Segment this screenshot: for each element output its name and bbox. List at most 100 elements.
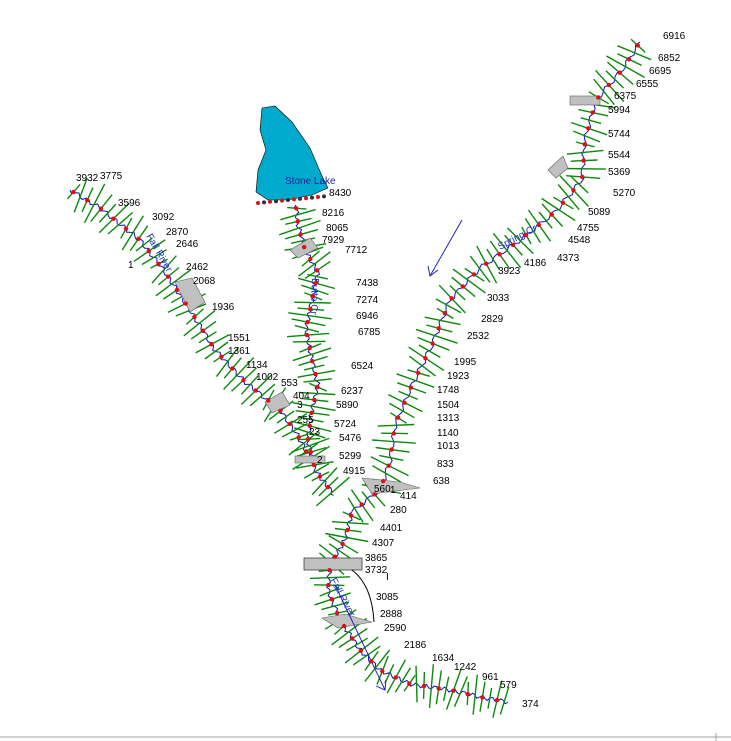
station-label[interactable]: 5369 — [608, 167, 631, 178]
station-label[interactable]: 2870 — [166, 227, 189, 238]
node-point[interactable] — [146, 248, 151, 254]
node-point[interactable] — [449, 296, 454, 301]
cross-section-line[interactable] — [278, 219, 321, 236]
node-point[interactable] — [451, 688, 456, 693]
station-label[interactable]: 3732 — [365, 565, 388, 576]
node-point[interactable] — [436, 686, 441, 691]
cross-section-line[interactable] — [415, 328, 458, 344]
cross-section-line[interactable] — [135, 237, 153, 252]
cross-section-line[interactable] — [569, 175, 589, 194]
node-point[interactable] — [317, 474, 323, 479]
cross-section-line[interactable] — [580, 117, 602, 125]
cross-section-line[interactable] — [408, 355, 437, 377]
station-label[interactable]: 2829 — [481, 314, 504, 325]
cross-section-line[interactable] — [506, 227, 534, 255]
node-point[interactable] — [494, 697, 500, 703]
station-label[interactable]: 2462 — [186, 262, 209, 273]
node-point[interactable] — [635, 43, 640, 48]
node-point[interactable] — [295, 219, 300, 224]
node-point[interactable] — [111, 216, 116, 221]
node-point[interactable] — [606, 82, 612, 88]
cross-section-line[interactable] — [290, 237, 316, 244]
structure-lower-bridge[interactable] — [303, 557, 363, 571]
structure-middle-junction[interactable] — [294, 455, 326, 464]
cross-section-line[interactable] — [121, 215, 144, 251]
cross-section-line[interactable] — [364, 649, 391, 682]
cross-section-line[interactable] — [617, 45, 652, 61]
station-label[interactable]: 6852 — [658, 53, 681, 64]
node-point[interactable] — [407, 681, 412, 686]
node-point[interactable] — [327, 568, 332, 573]
node-point[interactable] — [307, 345, 312, 351]
cross-section-line[interactable] — [472, 674, 478, 715]
node-point[interactable] — [326, 582, 331, 588]
station-label[interactable]: 2646 — [176, 239, 199, 250]
station-label[interactable]: 5994 — [608, 105, 631, 116]
node-point[interactable] — [312, 397, 317, 403]
reach-line-left[interactable] — [69, 189, 312, 463]
cross-section-line[interactable] — [428, 664, 435, 708]
structure-right-top[interactable] — [569, 95, 601, 106]
node-point[interactable] — [219, 354, 224, 359]
cross-section-line[interactable] — [325, 532, 369, 543]
cross-section-line[interactable] — [141, 249, 167, 266]
node-point[interactable] — [415, 370, 421, 376]
cross-section-line[interactable] — [346, 637, 369, 652]
cross-section-line[interactable] — [288, 312, 332, 320]
structure-right-upper[interactable] — [547, 155, 569, 179]
node-point[interactable] — [372, 492, 377, 497]
node-point[interactable] — [471, 272, 477, 277]
cross-section-line[interactable] — [83, 183, 106, 224]
station-label[interactable]: 3085 — [376, 592, 399, 603]
cross-section-line[interactable] — [449, 285, 466, 301]
node-point[interactable] — [391, 431, 397, 436]
station-label[interactable]: 1995 — [454, 357, 477, 368]
station-label[interactable]: 4307 — [372, 538, 395, 549]
cross-section-line[interactable] — [557, 184, 580, 211]
station-label[interactable]: 3033 — [487, 293, 510, 304]
cross-section-line[interactable] — [469, 255, 491, 283]
cross-section-line[interactable] — [538, 211, 553, 229]
flow-arrow-right[interactable] — [429, 219, 463, 277]
cross-section-line[interactable] — [389, 402, 415, 419]
lake-outlet-node[interactable] — [256, 201, 260, 205]
node-point[interactable] — [581, 158, 586, 163]
station-label[interactable]: 579 — [500, 680, 517, 691]
cross-section-line[interactable] — [486, 248, 501, 271]
node-point[interactable] — [266, 398, 271, 403]
lake-outlet-node[interactable] — [286, 198, 290, 202]
node-point[interactable] — [329, 597, 334, 602]
cross-section-line[interactable] — [223, 357, 255, 390]
node-point[interactable] — [315, 384, 320, 390]
lake-outlet-node[interactable] — [268, 199, 272, 204]
cross-section-line[interactable] — [151, 255, 177, 284]
station-label[interactable]: 280 — [390, 505, 407, 516]
cross-section-line[interactable] — [524, 218, 542, 244]
station-label[interactable]: 7929 — [322, 235, 345, 246]
cross-section-line[interactable] — [418, 344, 441, 359]
cross-section-line[interactable] — [292, 402, 336, 412]
station-label[interactable]: 6524 — [351, 361, 374, 372]
station-label[interactable]: 2186 — [404, 640, 427, 651]
node-point[interactable] — [335, 610, 340, 616]
cross-section-line[interactable] — [435, 298, 462, 314]
cross-section-line[interactable] — [372, 465, 402, 483]
station-label[interactable]: 1361 — [228, 346, 251, 357]
station-label[interactable]: 1551 — [228, 333, 251, 344]
flow-arrow-lower[interactable] — [334, 584, 386, 691]
station-label[interactable]: 6916 — [663, 31, 686, 42]
station-label[interactable]: 6555 — [636, 79, 659, 90]
station-label[interactable]: 7712 — [345, 245, 368, 256]
station-label[interactable]: 4755 — [577, 223, 600, 234]
node-point[interactable] — [497, 252, 502, 257]
station-label[interactable]: 404 — [293, 391, 310, 402]
structure-lower-2[interactable] — [321, 613, 373, 629]
cross-section-line[interactable] — [396, 373, 435, 388]
station-label[interactable]: 6237 — [341, 386, 364, 397]
station-label[interactable]: 4401 — [380, 523, 403, 534]
cross-section-line[interactable] — [361, 491, 376, 509]
node-point[interactable] — [430, 341, 435, 346]
station-label[interactable]: 2590 — [384, 623, 407, 634]
cross-section-line[interactable] — [605, 70, 625, 89]
cross-section-line[interactable] — [398, 390, 419, 401]
